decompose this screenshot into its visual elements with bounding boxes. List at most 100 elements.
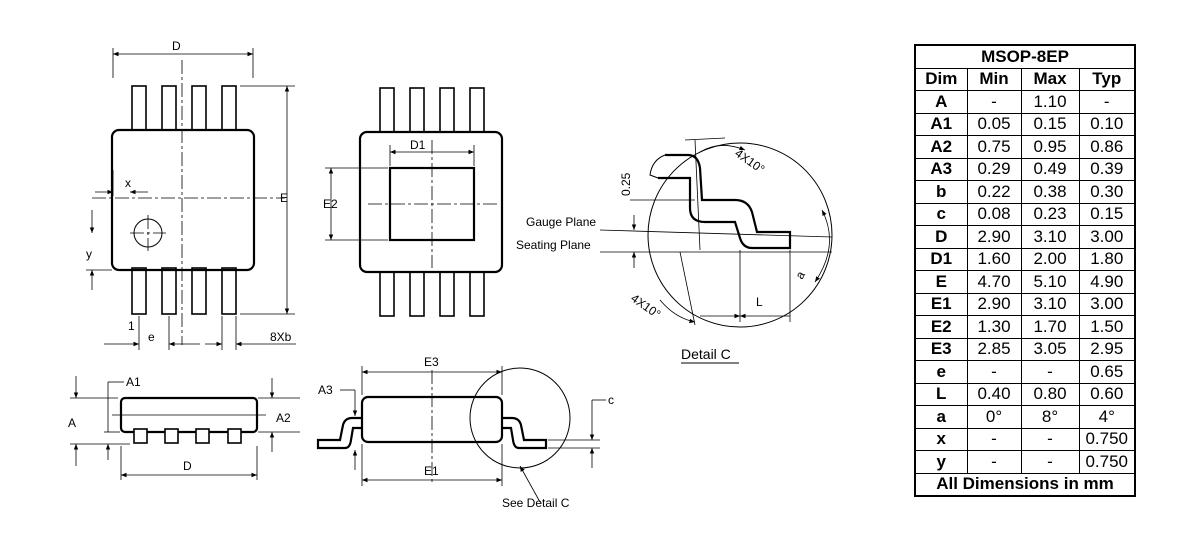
dim-value-cell: 8° <box>1020 405 1080 429</box>
dim-value-cell: 3.10 <box>1020 225 1080 249</box>
detail-c-view: 4X10° Gauge Plane Seating Plane 0.25 4X1… <box>516 137 833 364</box>
package-body <box>110 128 256 272</box>
dim-value-cell: 0.750 <box>1078 450 1136 474</box>
table-footer: All Dimensions in mm <box>914 472 1136 497</box>
dim-value-cell: 1.30 <box>966 315 1022 339</box>
dim-value-cell: 0.23 <box>1020 202 1080 226</box>
dim-value-cell: 5.10 <box>1020 270 1080 294</box>
dim-value-cell: 0.49 <box>1020 157 1080 181</box>
lead <box>191 85 207 131</box>
dim-value-cell: 0° <box>966 405 1022 429</box>
dim-name-cell: E1 <box>914 292 968 316</box>
dim-value-cell: 0.65 <box>1078 360 1136 384</box>
top-view: D E x y 1 e 8Xb <box>86 39 296 350</box>
dim-name-cell: a <box>914 405 968 429</box>
dim-value-cell: 3.00 <box>1078 225 1136 249</box>
dim-value-cell: 3.10 <box>1020 292 1080 316</box>
dim-value-cell: 1.80 <box>1078 247 1136 271</box>
lead <box>221 267 237 315</box>
dim-value-cell: - <box>966 450 1022 474</box>
package-body <box>358 130 504 274</box>
dim-name-cell: c <box>914 202 968 226</box>
column-header: Max <box>1020 67 1080 91</box>
lead <box>191 267 207 315</box>
dim-name-cell: E <box>914 270 968 294</box>
dim-label-y: y <box>86 247 92 261</box>
dim-label-e: E <box>280 191 288 205</box>
dim-label-e1: E1 <box>424 464 439 478</box>
dim-value-cell: 0.10 <box>1078 112 1136 136</box>
dim-name-cell: A2 <box>914 135 968 159</box>
dim-value-cell: 0.750 <box>1078 427 1136 451</box>
dim-label-a2: A2 <box>276 411 291 425</box>
dim-value-cell: 0.80 <box>1020 382 1080 406</box>
see-detail-label: See Detail C <box>502 496 570 510</box>
dim-value-cell: - <box>966 360 1022 384</box>
dim-label-a1: A1 <box>126 375 141 389</box>
dim-name-cell: L <box>914 382 968 406</box>
dim-label-e2: E2 <box>323 197 338 211</box>
dim-value-cell: - <box>1078 90 1136 114</box>
dim-value-cell: 0.30 <box>1078 180 1136 204</box>
package-outline-drawing: D E x y 1 e 8Xb <box>68 39 833 510</box>
dim-name-cell: E2 <box>914 315 968 339</box>
table-row: y--0.750 <box>914 450 1136 474</box>
dim-value-cell: 0.29 <box>966 157 1022 181</box>
detail-caption: Detail C <box>681 346 731 362</box>
table-row: e--0.65 <box>914 360 1136 384</box>
dim-label-a-height: A <box>68 416 76 430</box>
dim-value-cell: - <box>966 90 1022 114</box>
dim-label-c: c <box>608 393 614 407</box>
dim-value-cell: 3.00 <box>1078 292 1136 316</box>
dim-name-cell: D1 <box>914 247 968 271</box>
dim-value-cell: 0.08 <box>966 202 1022 226</box>
table-row: A-1.10- <box>914 90 1136 114</box>
dim-value-cell: 1.50 <box>1078 315 1136 339</box>
detail-c-callout-circle <box>469 367 571 469</box>
detail-circle <box>647 142 833 328</box>
column-header: Min <box>966 67 1022 91</box>
side-view: A A1 A2 D <box>68 375 300 480</box>
lead <box>131 85 147 131</box>
dim-value-cell: 2.95 <box>1078 337 1136 361</box>
angle-label-bottom: 4X10° <box>628 291 663 321</box>
lead <box>131 267 147 315</box>
dim-label-e-pitch: e <box>148 330 155 344</box>
dim-label-d1: D1 <box>410 138 426 152</box>
dim-value-cell: 4.90 <box>1078 270 1136 294</box>
gauge-dim-label: 0.25 <box>619 172 633 196</box>
column-header: Typ <box>1078 67 1136 91</box>
dim-value-cell: 2.90 <box>966 225 1022 249</box>
dim-value-cell: 0.38 <box>1020 180 1080 204</box>
gauge-plane-label: Gauge Plane <box>526 215 596 229</box>
dim-label-l: L <box>756 295 763 309</box>
seating-plane-label: Seating Plane <box>516 238 591 252</box>
bottom-view: D1 E2 <box>323 87 504 317</box>
dim-value-cell: 2.85 <box>966 337 1022 361</box>
angle-label-top: 4X10° <box>732 146 767 176</box>
dim-name-cell: e <box>914 360 968 384</box>
dim-label-a3: A3 <box>318 383 333 397</box>
dim-value-cell: 0.15 <box>1020 112 1080 136</box>
dim-label-d: D <box>172 39 181 53</box>
dim-value-cell: - <box>1020 360 1080 384</box>
end-view: E3 A3 c E1 See Detail C <box>316 355 614 510</box>
dim-label-8xb: 8Xb <box>270 330 292 344</box>
dim-value-cell: 0.86 <box>1078 135 1136 159</box>
dim-value-cell: - <box>1020 450 1080 474</box>
dim-value-cell: 1.60 <box>966 247 1022 271</box>
dim-value-cell: 0.15 <box>1078 202 1136 226</box>
dim-value-cell: 4° <box>1078 405 1136 429</box>
